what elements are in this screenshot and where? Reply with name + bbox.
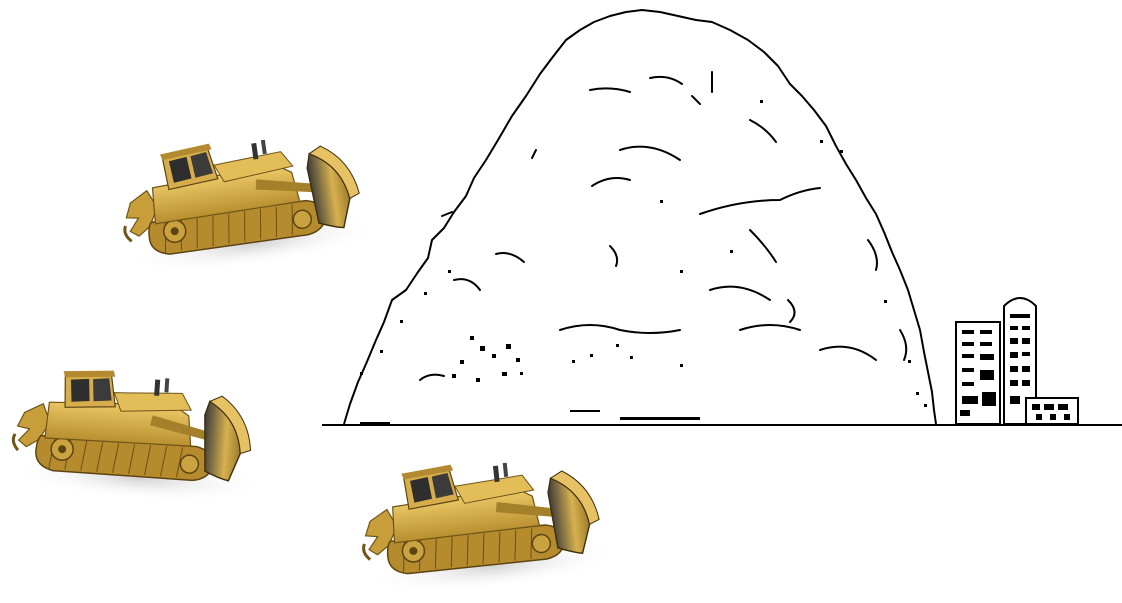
mound-drawing xyxy=(320,0,1122,440)
mound-speckles xyxy=(360,100,927,425)
mound-outline xyxy=(344,10,936,424)
bulldozer-image-left xyxy=(0,341,267,509)
mound-contours xyxy=(420,72,906,380)
bulldozer-image-bottom xyxy=(341,427,615,603)
bulldozer-icon xyxy=(341,427,615,603)
bulldozer-icon xyxy=(0,341,267,509)
mound-icon xyxy=(320,0,1122,440)
